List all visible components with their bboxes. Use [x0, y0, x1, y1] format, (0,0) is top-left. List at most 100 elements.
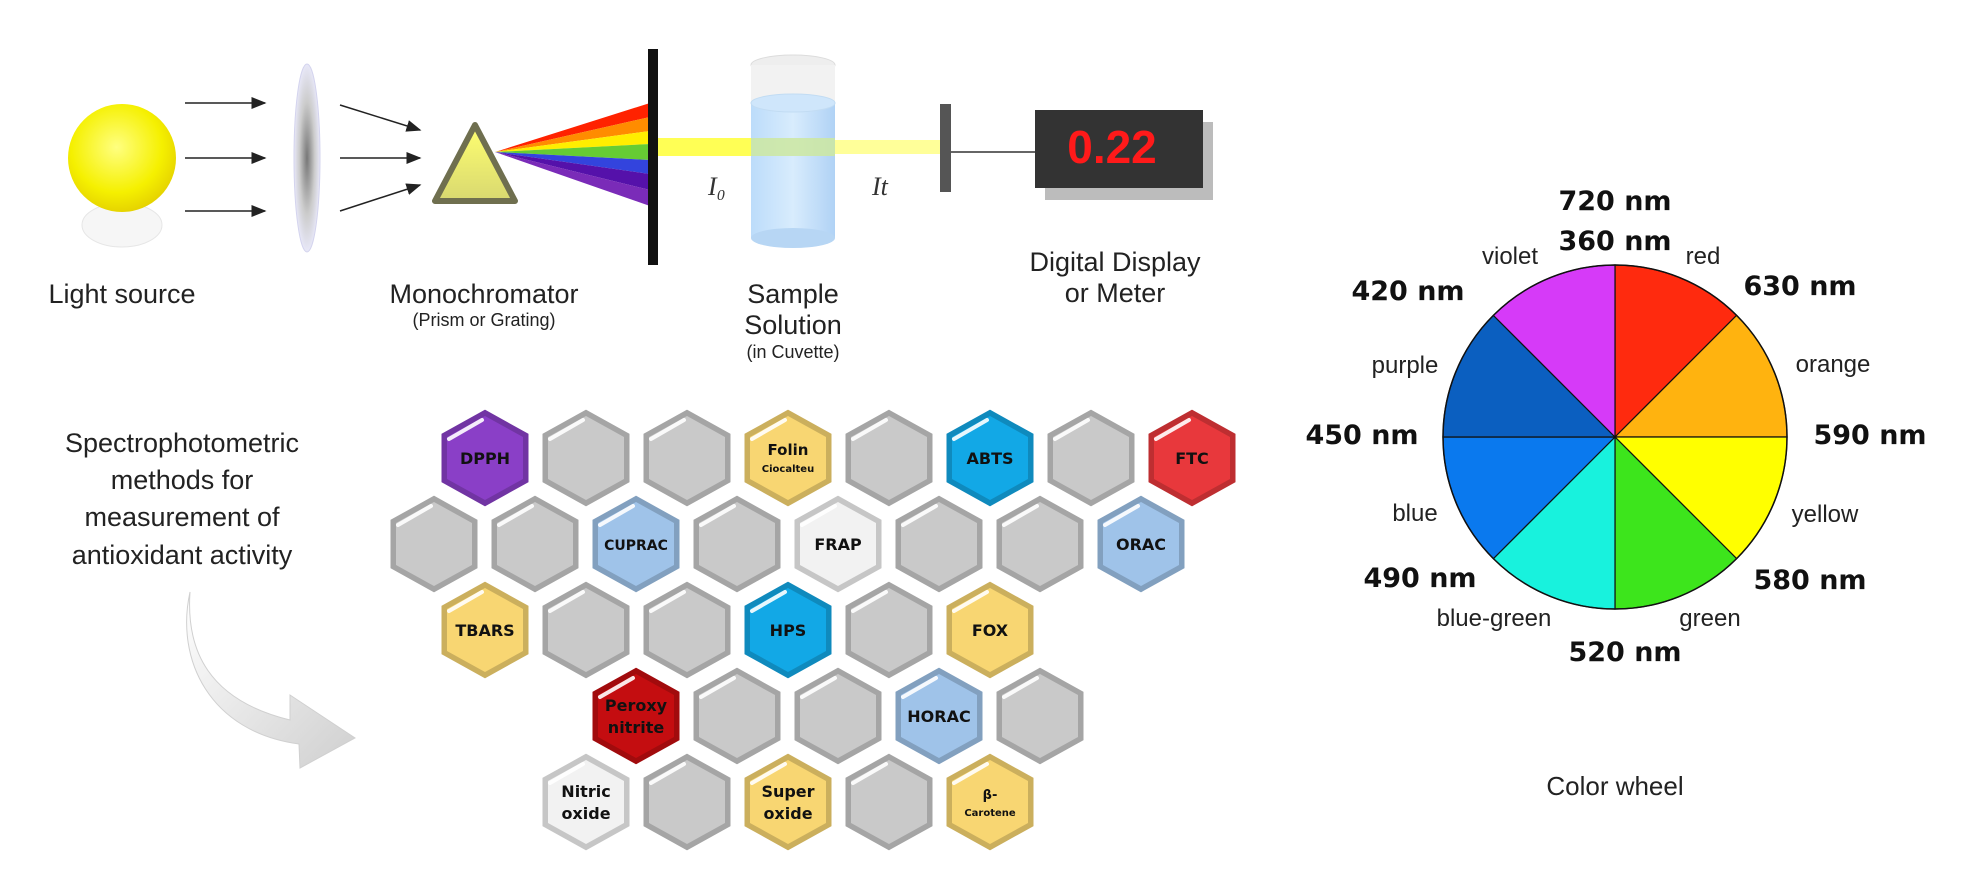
transmitted-beam [835, 140, 940, 154]
hex-face [548, 760, 624, 844]
exit-slit [648, 49, 658, 265]
hex-highlight [952, 590, 989, 613]
hex-face [750, 588, 826, 672]
wavelength-label: 450 nm [1305, 420, 1418, 451]
wavelength-label: 630 nm [1743, 271, 1856, 302]
method-hex--carotene: β- Carotene [943, 750, 1037, 854]
hex-face [901, 674, 977, 758]
ray-arrow [339, 183, 422, 212]
method-label: HORAC [907, 707, 970, 726]
detector-icon [940, 104, 951, 192]
hex-highlight [548, 762, 585, 785]
hex-highlight [750, 418, 787, 441]
wavelength-label: 420 nm [1351, 276, 1464, 307]
method-label: ABTS [966, 449, 1013, 468]
hex-face [649, 588, 725, 672]
hex-highlight [598, 504, 635, 527]
method-label: Ciocalteu [762, 464, 814, 475]
caption-line: methods for [111, 465, 254, 495]
wheel-outline [1442, 264, 1788, 610]
hex-highlight [447, 418, 484, 441]
hex-highlight [548, 418, 585, 441]
method-label: Folin [768, 441, 809, 459]
hex-face [1002, 674, 1078, 758]
monochromator-sublabel: (Prism or Grating) [412, 310, 555, 330]
method-hex-horac: HORAC [892, 664, 986, 768]
hex-highlight [1053, 418, 1090, 441]
curved-arrow-icon [186, 591, 356, 769]
ray-arrow [339, 104, 422, 132]
spectrophotometer-schematic: 0.22 I₀ It Light source Monochromator (P… [48, 49, 1213, 362]
method-label: ORAC [1116, 535, 1166, 554]
method-hex-hps: HPS [741, 578, 835, 682]
empty-hex [539, 406, 633, 510]
display-value: 0.22 [1067, 121, 1157, 173]
method-label: oxide [561, 804, 610, 823]
hex-highlight [851, 418, 888, 441]
method-label: FTC [1175, 449, 1209, 468]
empty-hex [993, 492, 1087, 596]
spectrum-orange [495, 117, 650, 152]
spectrum-red [495, 103, 650, 152]
color-wheel-caption: Color wheel [1546, 771, 1683, 801]
hex-face [750, 416, 826, 500]
segment-label-green: green [1679, 605, 1740, 632]
empty-hex [690, 664, 784, 768]
cuvette-sublabel: (in Cuvette) [746, 342, 839, 362]
hex-highlight [396, 504, 433, 527]
hex-face [952, 416, 1028, 500]
wavelength-label: 580 nm [1753, 565, 1866, 596]
empty-hex [791, 664, 885, 768]
method-label: oxide [763, 804, 812, 823]
empty-hex [640, 750, 734, 854]
color-wheel [1442, 264, 1788, 610]
hex-highlight [901, 676, 938, 699]
incident-beam [658, 138, 758, 156]
hex-face [901, 502, 977, 586]
caption-line: antioxidant activity [72, 540, 293, 570]
sample-label: Sample [747, 279, 839, 309]
hex-highlight [750, 762, 787, 785]
method-label: β- [983, 788, 998, 803]
hex-highlight [1002, 676, 1039, 699]
hex-face [1103, 502, 1179, 586]
hex-face [447, 588, 523, 672]
hex-highlight [800, 504, 837, 527]
empty-hex [1044, 406, 1138, 510]
wavelength-label: 360 nm [1558, 226, 1671, 257]
empty-hex [488, 492, 582, 596]
cuvette-liquid [751, 103, 835, 238]
hex-face [447, 416, 523, 500]
light-source-icon [68, 104, 176, 212]
wavelength-label: 520 nm [1568, 637, 1681, 668]
hex-face [1154, 416, 1230, 500]
hex-face [649, 416, 725, 500]
method-label: DPPH [460, 449, 510, 468]
it-label: It [871, 172, 889, 201]
hex-highlight [750, 590, 787, 613]
hex-highlight [952, 418, 989, 441]
empty-hex [539, 578, 633, 682]
hex-highlight [598, 676, 635, 699]
hex-highlight [851, 590, 888, 613]
light-source-label: Light source [48, 279, 195, 309]
spectrum-violet [495, 152, 650, 206]
hex-face [800, 674, 876, 758]
method-hex-dpph: DPPH [438, 406, 532, 510]
hex-face [750, 760, 826, 844]
hex-face [699, 674, 775, 758]
hex-highlight [1002, 504, 1039, 527]
method-hex-orac: ORAC [1094, 492, 1188, 596]
sample-beam [751, 138, 835, 156]
hex-highlight [901, 504, 938, 527]
digital-display [1035, 110, 1203, 188]
hex-highlight [699, 504, 736, 527]
empty-hex [690, 492, 784, 596]
hex-face [952, 760, 1028, 844]
method-label: Carotene [964, 808, 1016, 819]
hex-face [598, 502, 674, 586]
empty-hex [993, 664, 1087, 768]
empty-hex [842, 750, 936, 854]
